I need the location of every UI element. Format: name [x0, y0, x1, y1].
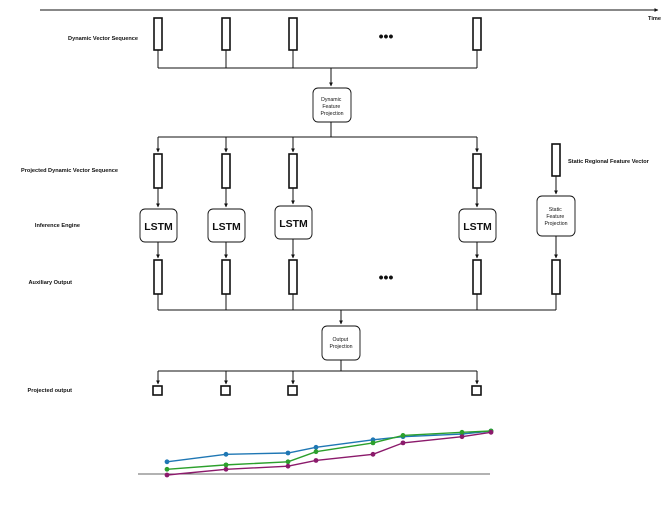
dynamic-vector-n [472, 17, 482, 51]
dynamic-vector-3 [288, 17, 298, 51]
series-3-point-7 [459, 434, 465, 440]
time-label: Time [648, 16, 661, 22]
static-regional-feature-vector-label: Static Regional Feature Vector [568, 159, 650, 165]
series-2-point-2 [223, 462, 229, 468]
auxiliary-output-static [551, 259, 561, 295]
projected-vector-1 [153, 153, 163, 189]
lstm-label-3: LSTM [279, 218, 308, 230]
dynamic-vector-2 [221, 17, 231, 51]
dynamic-fanout-lines [158, 122, 477, 138]
projected-vector-n [472, 153, 482, 189]
series-3-point-2 [223, 466, 229, 472]
lstm-label-n: LSTM [463, 221, 492, 233]
projected-output-2 [220, 385, 231, 396]
auxiliary-output-label: Auxiliary Output [28, 280, 72, 286]
series-3-point-4 [313, 458, 319, 463]
output-projection-label: Output Projection [329, 337, 352, 350]
projected-output-1 [152, 385, 163, 396]
series-1-point-3 [285, 450, 291, 456]
ellipsis-top: ••• [379, 28, 394, 44]
series-2-point-7 [459, 429, 465, 435]
auxiliary-output-3 [288, 259, 298, 295]
auxiliary-output-n [472, 259, 482, 295]
projected-output-label: Projected output [28, 388, 73, 394]
series-2-point-6 [400, 433, 406, 438]
lstm-label-2: LSTM [212, 221, 241, 233]
projected-vector-2 [221, 153, 231, 189]
dynamic-feature-projection-node [312, 87, 352, 123]
series-3-point-5 [370, 451, 376, 457]
inference-engine-label: Inference Engine [35, 223, 80, 229]
dynamic-feature-projection-label: Dynamic Feature Projection [320, 97, 343, 117]
projected-vector-3 [288, 153, 298, 189]
projected-output-n [471, 385, 482, 396]
dynamic-vector-1 [153, 17, 163, 51]
mini-line-chart [138, 428, 494, 478]
series-3-point-3 [285, 463, 291, 469]
series-2-point-5 [370, 440, 376, 446]
output-fanout-lines [158, 360, 477, 372]
series-3-point-6 [400, 440, 406, 446]
auxiliary-output-2 [221, 259, 231, 295]
series-line-2 [166, 430, 492, 470]
series-2-point-1 [164, 466, 170, 472]
auxiliary-output-1 [153, 259, 163, 295]
dynamic-merge-lines [157, 50, 478, 69]
series-3-point-1 [164, 472, 170, 478]
output-merge-lines [157, 294, 557, 311]
series-3-point-8 [488, 429, 494, 435]
series-2-point-4 [313, 449, 319, 455]
series-1-point-4 [313, 444, 319, 450]
series-line-1 [166, 430, 492, 463]
series-line-3 [166, 431, 492, 476]
series-2-point-3 [285, 459, 291, 465]
lstm-label-1: LSTM [144, 221, 173, 233]
projected-output-3 [287, 385, 298, 396]
projected-dynamic-vector-sequence-label: Projected Dynamic Vector Sequence [21, 168, 118, 174]
series-1-point-2 [223, 451, 229, 457]
series-1-point-1 [164, 459, 170, 465]
dynamic-vector-sequence-label: Dynamic Vector Sequence [68, 36, 138, 42]
output-projection-node [321, 325, 361, 361]
ellipsis-middle: ••• [379, 269, 394, 285]
static-regional-feature-vector [551, 143, 561, 177]
static-feature-projection-label: Static Feature Projection [544, 207, 567, 227]
